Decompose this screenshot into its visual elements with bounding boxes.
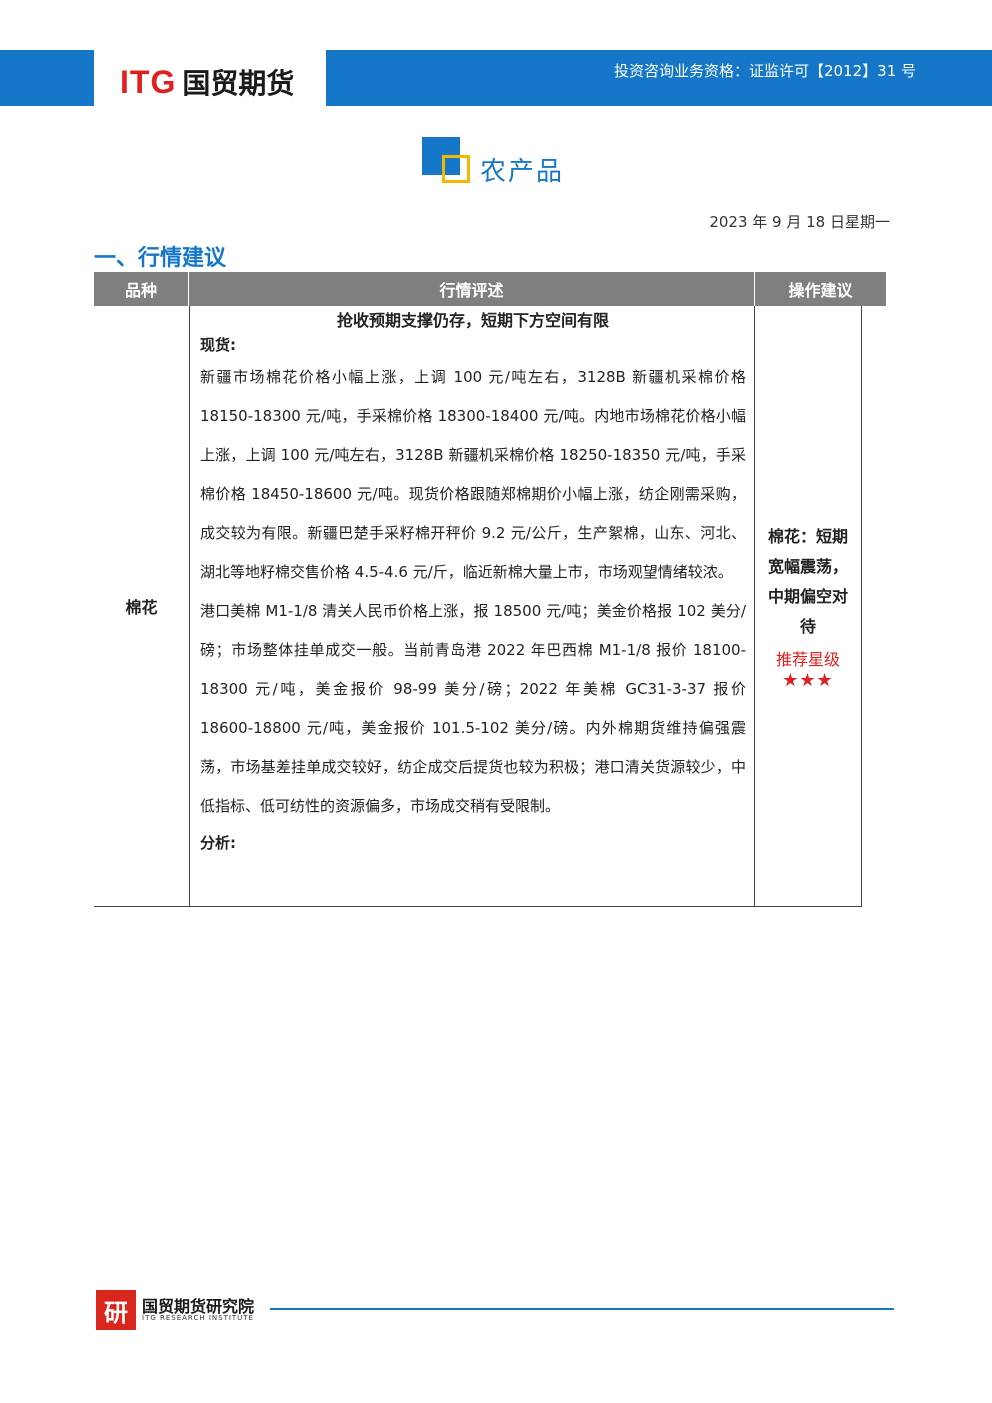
table-header: 品种 行情评述 操作建议 — [94, 272, 886, 306]
paragraph-domestic: 新疆市场棉花价格小幅上涨，上调 100 元/吨左右，3128B 新疆机采棉价格 … — [200, 368, 746, 581]
company-logo: ITG 国贸期货 — [120, 62, 294, 102]
spot-label: 现货: — [200, 336, 236, 354]
rating-stars-icon: ★★★ — [782, 669, 834, 691]
main-heading: 一、行情建议 — [94, 246, 227, 271]
advice-text: 棉花：短期宽幅震荡，中期偏空对待 — [767, 526, 848, 636]
section-title: 农产品 — [480, 157, 565, 187]
article-title: 抢收预期支撑仍存，短期下方空间有限 — [336, 311, 609, 330]
research-seal-icon: 研 — [96, 1290, 136, 1330]
commentary-cell: 抢收预期支撑仍存，短期下方空间有限 现货: 新疆市场棉花价格小幅上涨，上调 10… — [189, 306, 755, 906]
header-commentary: 行情评述 — [189, 272, 755, 306]
paragraph-port: 港口美棉 M1-1/8 清关人民币价格上涨，报 18500 元/吨；美金价格报 … — [200, 602, 746, 815]
header-right-bar — [326, 50, 992, 106]
recommendation-table: 品种 行情评述 操作建议 棉花 抢收预期支撑仍存，短期下方空间有限 现货: 新疆… — [94, 272, 886, 907]
yellow-square-icon — [442, 155, 470, 183]
footer-name-cn: 国贸期货研究院 — [142, 1297, 255, 1316]
table-row: 棉花 抢收预期支撑仍存，短期下方空间有限 现货: 新疆市场棉花价格小幅上涨，上调… — [94, 306, 862, 907]
rating-label: 推荐星级 — [775, 649, 840, 669]
report-date: 2023 年 9 月 18 日星期一 — [709, 213, 890, 231]
header-advice: 操作建议 — [755, 272, 886, 306]
footer-divider — [270, 1308, 894, 1310]
logo-latin: ITG — [120, 63, 177, 100]
header-left-bar — [0, 50, 94, 106]
advice-cell: 棉花：短期宽幅震荡，中期偏空对待 推荐星级 ★★★ — [755, 306, 862, 906]
section-heading: 农产品 — [422, 137, 582, 187]
analysis-label: 分析: — [200, 834, 236, 852]
logo-chinese: 国贸期货 — [182, 67, 295, 100]
license-text: 投资咨询业务资格：证监许可【2012】31 号 — [613, 62, 916, 80]
variety-cell: 棉花 — [125, 598, 158, 617]
header-variety: 品种 — [94, 272, 189, 306]
footer-name-en: ITG RESEARCH INSTITUTE — [142, 1314, 255, 1322]
